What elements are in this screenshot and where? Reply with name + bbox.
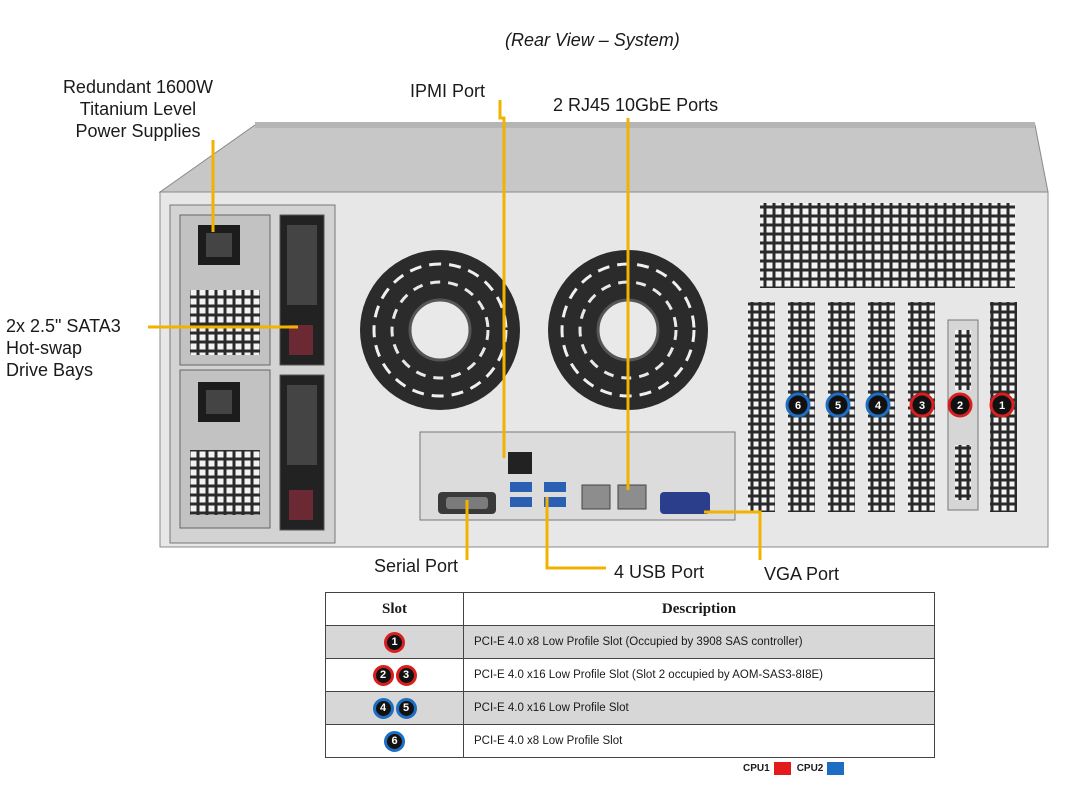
chassis-slot-badge-number: 2 — [957, 400, 963, 412]
usb-callout-label: 4 USB Port — [614, 562, 705, 582]
slot-description: PCI-E 4.0 x8 Low Profile Slot — [463, 724, 935, 758]
cpu-legend: CPU1 CPU2 — [743, 762, 850, 775]
slot-badge: 3 — [395, 664, 417, 686]
usb-port-graphic-3 — [544, 482, 566, 492]
chassis-slot-badge-number: 3 — [919, 400, 925, 412]
callout-leader-lines — [148, 100, 762, 570]
table-row: 1 PCI-E 4.0 x8 Low Profile Slot (Occupied… — [325, 625, 935, 659]
vga-callout-label: VGA Port — [764, 564, 840, 584]
rear-fan-left — [360, 250, 520, 410]
chassis-rear-illustration: 6 5 4 3 2 1 — [148, 100, 1049, 570]
ipmi-port-graphic — [508, 452, 532, 474]
psu-callout-line-3: Power Supplies — [75, 121, 201, 141]
slot-badge: 1 — [384, 631, 405, 653]
chassis-slot-badge: 1 — [989, 392, 1015, 418]
top-vent-grill — [760, 203, 1015, 288]
usb-port-graphic-4 — [544, 497, 566, 507]
ipmi-leader-line — [498, 100, 506, 458]
rj45-port-graphic-1 — [581, 484, 611, 510]
usb-port-graphic-2 — [510, 497, 532, 507]
drive-bays-line-2: Hot-swap — [6, 338, 83, 358]
chassis-slot-badge: 3 — [909, 392, 935, 418]
description-column-header: Description — [463, 592, 935, 626]
chassis-slot-badge: 4 — [865, 392, 891, 418]
table-row: 6 PCI-E 4.0 x8 Low Profile Slot — [325, 724, 935, 758]
diagram-caption: (Rear View – System) — [505, 30, 680, 50]
legend-cpu1-label: CPU1 — [743, 763, 770, 775]
rj45-port-graphic-2 — [617, 484, 647, 510]
usb-leader-line — [545, 497, 606, 570]
slot-description: PCI-E 4.0 x16 Low Profile Slot (Slot 2 o… — [463, 658, 935, 692]
chassis-slot-badge: 5 — [825, 392, 851, 418]
psu-callout-line-1: Redundant 1600W — [62, 77, 214, 97]
serial-callout-label: Serial Port — [374, 556, 459, 576]
slot-description: PCI-E 4.0 x16 Low Profile Slot — [463, 691, 935, 725]
psu-module-top — [179, 214, 271, 366]
chassis-slot-badge-number: 4 — [875, 400, 882, 412]
psu-callout-label: Redundant 1600W Titanium Level Power Sup… — [38, 76, 238, 142]
chassis-slot-badge-number: 6 — [795, 400, 801, 412]
drive-bays-line-3: Drive Bays — [6, 360, 94, 380]
slot-badge: 6 — [384, 730, 405, 752]
legend-cpu2-label: CPU2 — [796, 763, 824, 775]
drive-bay-top — [279, 214, 325, 366]
drive-bays-callout-label: 2x 2.5" SATA3 Hot-swap Drive Bays — [6, 315, 121, 381]
slot-cell: 6 — [325, 724, 464, 758]
slot-table-body: 1 PCI-E 4.0 x8 Low Profile Slot (Occupied… — [325, 625, 935, 758]
slot-badge: 4 — [372, 697, 394, 719]
slot-badge: 5 — [395, 697, 417, 719]
slot-description: PCI-E 4.0 x8 Low Profile Slot (Occupied … — [463, 625, 935, 659]
slot-number-badges: 6 5 4 3 2 1 — [785, 392, 1015, 418]
ipmi-callout-label: IPMI Port — [410, 81, 486, 101]
legend-cpu2-swatch — [827, 762, 845, 775]
chassis-slot-badge: 2 — [947, 392, 973, 418]
drive-bays-line-1: 2x 2.5" SATA3 — [6, 316, 121, 336]
chassis-top-lid — [158, 124, 1049, 193]
legend-cpu1-swatch — [773, 762, 791, 775]
chassis-slot-badge-number: 1 — [999, 400, 1005, 412]
vga-port-graphic — [660, 492, 710, 514]
chassis-slot-badge: 6 — [785, 392, 811, 418]
slot-cell: 1 — [325, 625, 464, 659]
usb-port-graphic-1 — [510, 482, 532, 492]
psu-callout-line-2: Titanium Level — [79, 99, 197, 119]
table-header-row: Slot Description — [325, 592, 935, 626]
chassis-slot-badge-number: 5 — [835, 400, 841, 412]
vga-leader-line — [704, 510, 762, 560]
drive-bay-bottom — [279, 374, 325, 531]
slot-column-header: Slot — [325, 592, 464, 626]
rj45-callout-label: 2 RJ45 10GbE Ports — [553, 95, 719, 115]
slot-badge: 2 — [372, 664, 394, 686]
psu-module-bottom — [179, 369, 271, 529]
